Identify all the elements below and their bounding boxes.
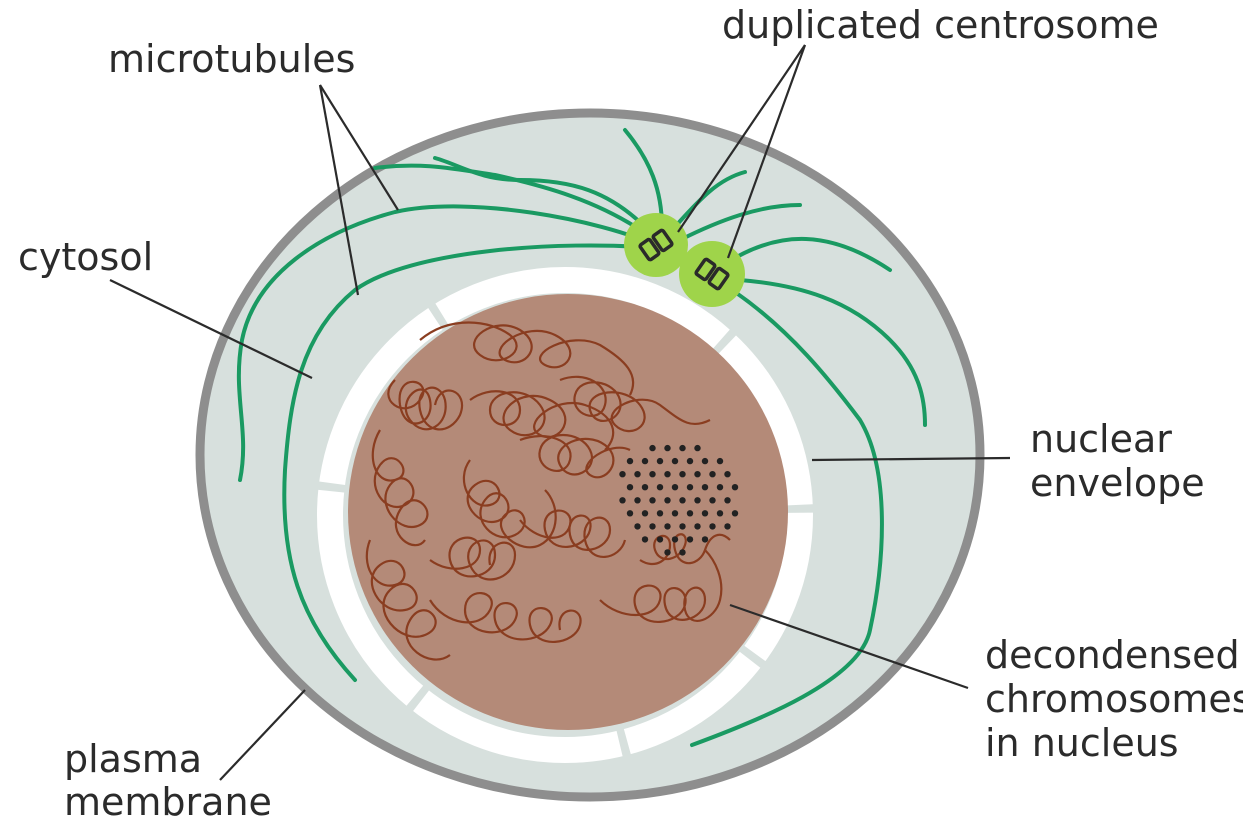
nucleolus-dot bbox=[724, 523, 730, 529]
nucleolus-dot bbox=[694, 497, 700, 503]
nucleolus-dot bbox=[627, 510, 633, 516]
label-chromosomes-line1: decondensed bbox=[985, 633, 1240, 677]
nucleolus-dot bbox=[679, 471, 685, 477]
nucleolus-dot bbox=[717, 510, 723, 516]
nucleolus-dot bbox=[672, 536, 678, 542]
nucleolus-dot bbox=[664, 471, 670, 477]
nucleolus-dot bbox=[627, 458, 633, 464]
nucleolus-dot bbox=[642, 536, 648, 542]
nucleolus-dot bbox=[657, 484, 663, 490]
nucleolus-dot bbox=[664, 549, 670, 555]
leader-plasma-membrane bbox=[220, 690, 305, 780]
nucleolus-dot bbox=[664, 523, 670, 529]
nucleolus-dot bbox=[717, 484, 723, 490]
nucleolus-dot bbox=[702, 510, 708, 516]
nucleolus-dot bbox=[694, 445, 700, 451]
nucleolus-dot bbox=[709, 497, 715, 503]
label-nuclear-envelope-line2: envelope bbox=[1030, 461, 1205, 505]
nucleolus-dot bbox=[687, 458, 693, 464]
nucleolus-dot bbox=[679, 523, 685, 529]
nucleolus-dot bbox=[694, 523, 700, 529]
nucleolus-dot bbox=[732, 510, 738, 516]
nucleolus-dot bbox=[619, 497, 625, 503]
nucleolus-dot bbox=[634, 523, 640, 529]
nucleolus-dot bbox=[687, 484, 693, 490]
nucleolus-dot bbox=[657, 510, 663, 516]
nucleolus-dot bbox=[679, 549, 685, 555]
nucleolus-dot bbox=[672, 458, 678, 464]
nucleolus-dot bbox=[642, 510, 648, 516]
nucleolus-dot bbox=[702, 536, 708, 542]
nucleolus-dot bbox=[627, 484, 633, 490]
label-plasma-membrane-line2: membrane bbox=[64, 780, 272, 823]
nucleolus-dot bbox=[657, 458, 663, 464]
nucleolus-dot bbox=[679, 445, 685, 451]
nucleolus-dot bbox=[649, 471, 655, 477]
label-duplicated-centrosome: duplicated centrosome bbox=[722, 3, 1159, 47]
label-plasma-membrane-line1: plasma bbox=[64, 737, 202, 781]
nucleolus-dot bbox=[724, 471, 730, 477]
nucleolus-dot bbox=[619, 471, 625, 477]
nucleolus-dot bbox=[687, 536, 693, 542]
nucleolus-dot bbox=[672, 484, 678, 490]
nucleolus-dot bbox=[649, 523, 655, 529]
nucleolus-dot bbox=[634, 471, 640, 477]
label-nuclear-envelope-line1: nuclear bbox=[1030, 417, 1172, 461]
nucleolus-dot bbox=[702, 458, 708, 464]
label-chromosomes-line3: in nucleus bbox=[985, 721, 1179, 765]
nucleolus-dot bbox=[679, 497, 685, 503]
label-chromosomes-line2: chromosomes bbox=[985, 677, 1243, 721]
nucleolus-dot bbox=[717, 458, 723, 464]
nucleolus-dot bbox=[702, 484, 708, 490]
nucleolus-dot bbox=[664, 497, 670, 503]
nucleolus-dot bbox=[709, 523, 715, 529]
nucleolus-dot bbox=[642, 458, 648, 464]
nucleolus-dot bbox=[642, 484, 648, 490]
label-cytosol: cytosol bbox=[18, 235, 153, 279]
label-microtubules: microtubules bbox=[108, 37, 355, 81]
nucleus bbox=[348, 294, 788, 730]
nucleolus-dot bbox=[694, 471, 700, 477]
nucleolus-dot bbox=[687, 510, 693, 516]
nucleolus-dot bbox=[709, 471, 715, 477]
nucleolus-dot bbox=[724, 497, 730, 503]
nucleolus-dot bbox=[664, 445, 670, 451]
centrosome bbox=[679, 241, 745, 307]
centrosome bbox=[624, 213, 688, 277]
nucleolus-dot bbox=[657, 536, 663, 542]
nucleolus-dot bbox=[732, 484, 738, 490]
nucleolus-dot bbox=[672, 510, 678, 516]
nucleolus-dot bbox=[649, 445, 655, 451]
nucleolus-dot bbox=[634, 497, 640, 503]
nucleolus-dot bbox=[649, 497, 655, 503]
